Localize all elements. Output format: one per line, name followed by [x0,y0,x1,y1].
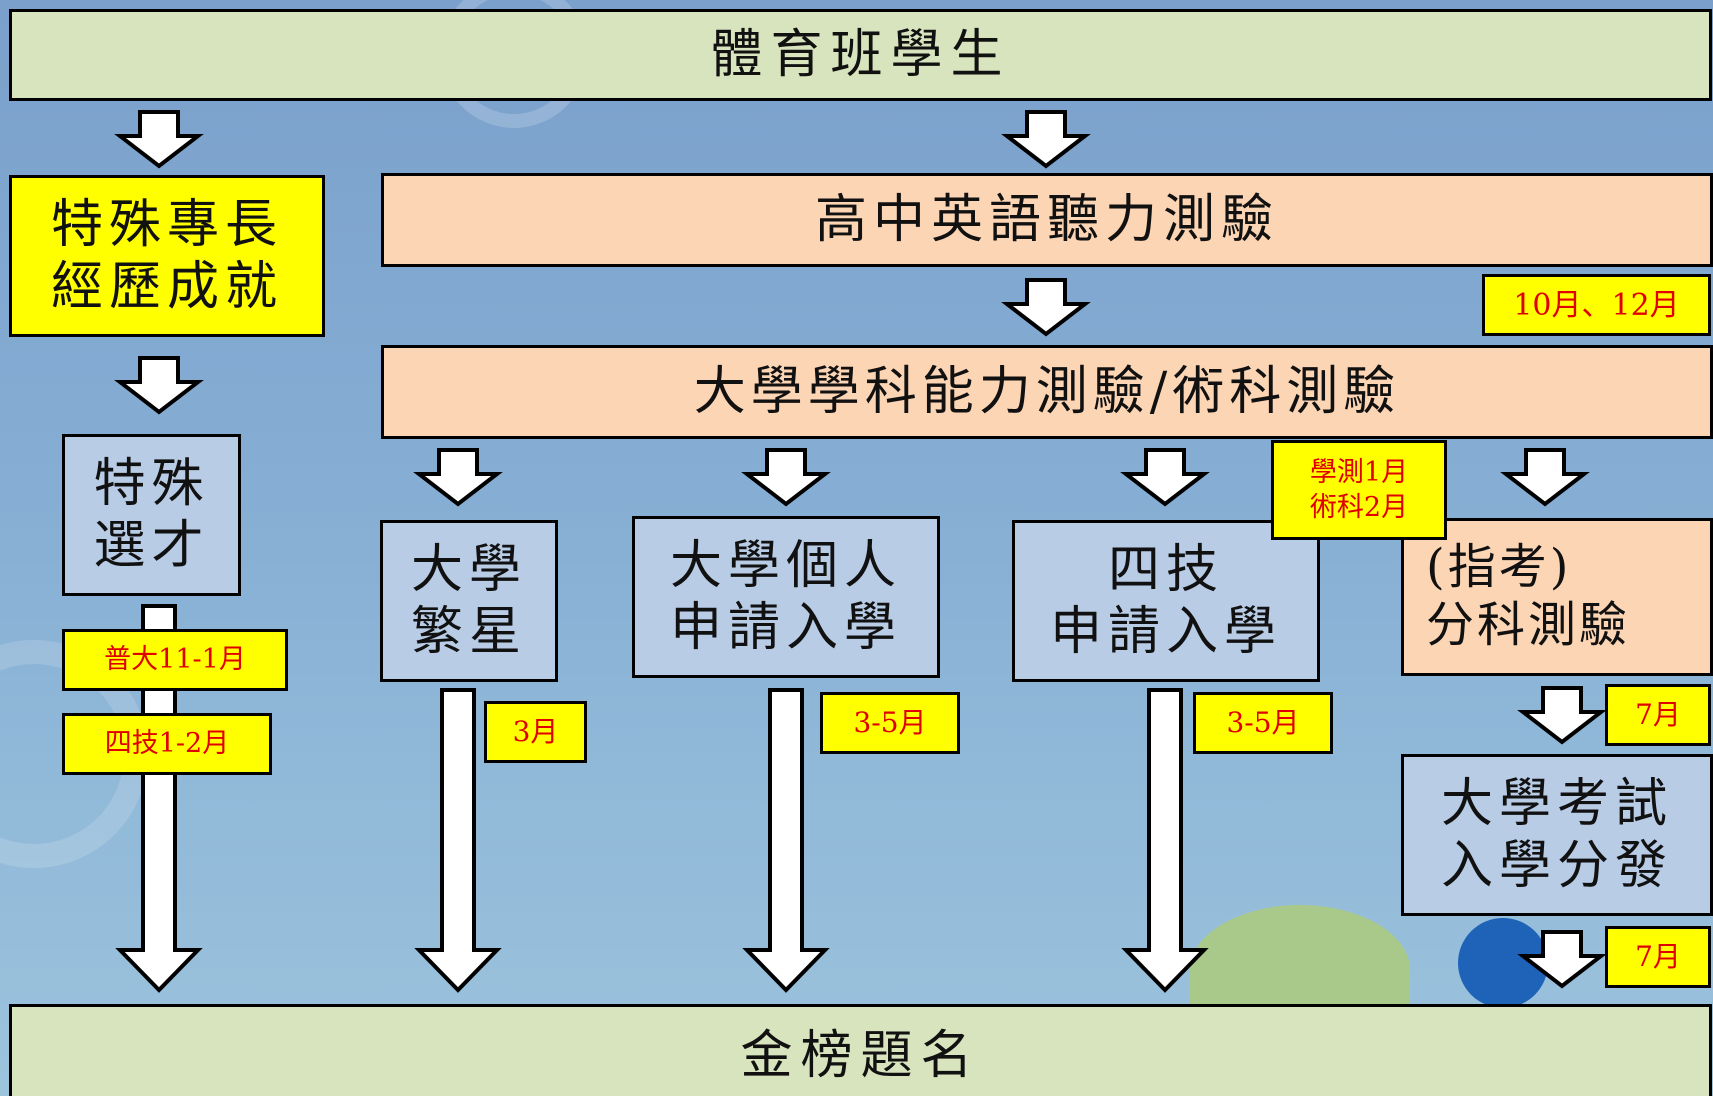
box-success: 金榜題名 [9,1004,1712,1096]
arrow-down-icon [413,448,503,507]
tag-tech-university: 四技1-2月 [62,713,272,775]
tag-tech-month: 3-5月 [1193,692,1333,754]
arrow-down-icon [1001,278,1091,337]
arrow-down-icon [1500,448,1590,507]
tag-distribution-month: 7月 [1605,926,1711,988]
long-arrow-down-icon [742,688,830,993]
arrow-down-icon [114,110,204,169]
long-arrow-down-icon [414,688,502,993]
box-star-plan: 大學 繁星 [380,520,558,682]
box-gsat-art-test: 大學學科能力測驗/術科測驗 [381,345,1713,439]
arrow-down-icon [741,448,831,507]
box-exam-distribution: 大學考試 入學分發 [1401,754,1713,916]
tag-general-university: 普大11-1月 [62,629,288,691]
tag-oct-dec: 10月、12月 [1482,274,1711,336]
tag-personal-month: 3-5月 [820,692,960,754]
arrow-down-icon [1001,110,1091,169]
box-sports-students: 體育班學生 [9,9,1712,101]
box-special-achievement: 特殊專長 經歷成就 [9,175,325,337]
box-special-selection: 特殊 選才 [62,434,241,596]
long-arrow-down-icon [1121,688,1209,993]
tag-subject-month: 7月 [1605,684,1711,746]
box-english-listening-test: 高中英語聽力測驗 [381,173,1713,267]
box-personal-application: 大學個人 申請入學 [632,516,940,678]
arrow-down-icon [114,356,204,415]
box-tech-application: 四技 申請入學 [1012,520,1320,682]
arrow-down-icon [1517,930,1607,989]
arrow-down-icon [1517,686,1607,745]
box-subject-test: (指考) 分科測驗 [1401,518,1713,676]
arrow-down-icon [1120,448,1210,507]
tag-gsat-art-month: 學測1月 術科2月 [1271,440,1447,540]
tag-star-month: 3月 [484,701,587,763]
